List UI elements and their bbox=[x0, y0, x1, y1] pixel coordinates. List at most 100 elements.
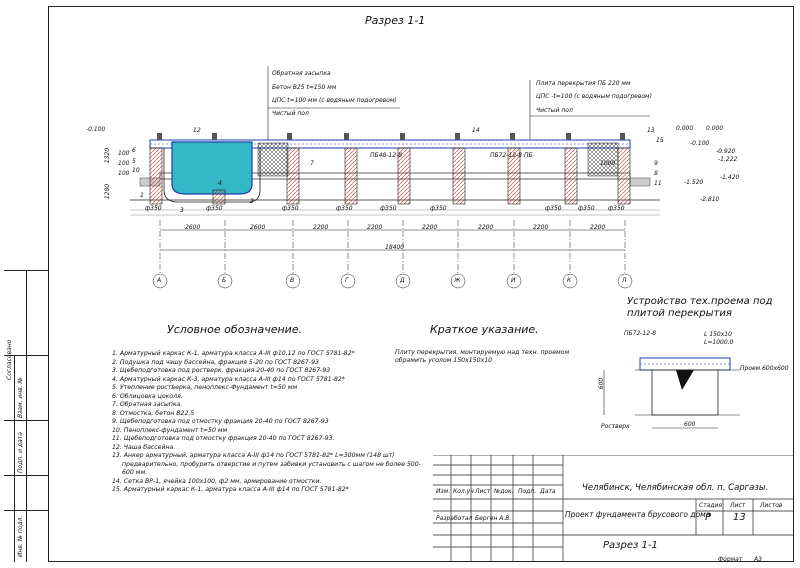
dim-total: 18400 bbox=[385, 244, 405, 251]
label-slab: Плита перекрытия ПБ 220 мм bbox=[536, 80, 631, 87]
detail-length-label: L=1000.0 bbox=[704, 339, 734, 346]
num-10: 10 bbox=[132, 167, 140, 174]
num-12: 12 bbox=[193, 127, 201, 134]
num-4: 4 bbox=[218, 180, 222, 187]
num-7: 7 bbox=[310, 160, 314, 167]
stamp-sheet-title: Разрез 1-1 bbox=[603, 540, 658, 551]
legend-item: 15. Арматурный каркас К-1, арматура клас… bbox=[112, 486, 349, 493]
dim-1: 2600 bbox=[185, 224, 201, 231]
num-1: 1 bbox=[140, 192, 144, 199]
page-title: Разрез 1-1 bbox=[365, 14, 426, 27]
stamp-sheets-label: Листов bbox=[760, 502, 783, 509]
level-left-3: 100 bbox=[118, 150, 130, 157]
dim-6: 2200 bbox=[478, 224, 494, 231]
pile-label-7: ф350 bbox=[545, 205, 562, 212]
stamp-stage: Р bbox=[705, 512, 712, 523]
pile-label-3: ф350 bbox=[282, 205, 299, 212]
note-title: Краткое указание. bbox=[430, 323, 539, 336]
note-text: Плиту перекрытия, монтируемую над техн. … bbox=[395, 349, 570, 364]
legend-item: 12. Чаша бассейна. bbox=[112, 443, 176, 451]
pile-label-8: ф350 bbox=[578, 205, 595, 212]
pile-label-6: ф350 bbox=[430, 205, 447, 212]
title-block bbox=[433, 455, 794, 562]
level-left-5: 100 bbox=[118, 170, 130, 177]
legend-item: 7. Обратная засыпка. bbox=[112, 401, 183, 408]
legend-item: 11. Щебеподготовка под отмостку фракция … bbox=[112, 435, 335, 442]
stamp-head-izm: Изм. bbox=[436, 488, 451, 495]
side-strip: Согласовано Взам. инв. № Подп. и дата Ин… bbox=[4, 270, 48, 562]
num-8: 8 bbox=[654, 170, 658, 177]
pile-label-4: ф350 bbox=[336, 205, 353, 212]
stamp-stage-label: Стадия bbox=[699, 502, 723, 509]
level-left-0: -0.100 bbox=[86, 126, 106, 133]
label-screed-right: ЦПС -t=100 (с водяным подогревом) bbox=[536, 93, 652, 100]
pile-label-1: ф350 bbox=[145, 205, 162, 212]
stamp-sheet-label: Лист bbox=[730, 502, 746, 509]
legend-item: 1. Арматурный каркас К-1, арматура класс… bbox=[112, 350, 355, 357]
axis-d: Д bbox=[400, 277, 405, 284]
axis-a: А bbox=[157, 277, 162, 284]
legend-item: 6. Облицовка цоколя. bbox=[112, 392, 183, 400]
level-right-5: -1.420 bbox=[720, 174, 740, 181]
legend-item: 5. Утепление ростверка, пеноплекс-Фундам… bbox=[112, 384, 298, 391]
axis-b: Б bbox=[222, 277, 227, 284]
legend-item: 9. Щебеподготовка под отмостку фракция 2… bbox=[112, 418, 329, 425]
detail-grillage-label: Ростверк bbox=[601, 423, 630, 430]
slab-label-1: ПБ48-12-8 bbox=[370, 152, 403, 159]
level-right-6: -1.520 bbox=[684, 179, 704, 186]
stamp-head-date: Дата bbox=[540, 488, 556, 495]
level-right-0: 0.000 bbox=[676, 125, 694, 132]
num-3: 3 bbox=[180, 207, 184, 214]
num-2: 2 bbox=[250, 198, 254, 205]
detail-opening-label: Проем 600х600 bbox=[740, 365, 789, 372]
detail-title: Устройство тех.проема под плитой перекры… bbox=[627, 296, 773, 319]
level-right-4: -1.222 bbox=[718, 156, 738, 163]
legend-title: Условное обозначение. bbox=[167, 323, 303, 336]
legend-item: 14. Сетка ВР-1, ячейка 100х100, ф2 мм, а… bbox=[112, 477, 322, 485]
num-6: 6 bbox=[132, 147, 136, 154]
level-left-1: 1320 bbox=[104, 147, 112, 164]
stamp-head-doc: №док. bbox=[494, 488, 514, 495]
axis-i: И bbox=[511, 277, 516, 284]
detail-drawing bbox=[603, 357, 740, 429]
stamp-project: Проект фундамента брусового дома bbox=[565, 510, 711, 519]
num-14: 14 bbox=[472, 127, 480, 134]
stamp-head-podp: Подп. bbox=[518, 488, 537, 495]
detail-slab-label: ПБ72-12-8 bbox=[624, 330, 657, 337]
detail-dim-v: 600 bbox=[598, 377, 606, 390]
pile-label-2: ф350 bbox=[206, 205, 223, 212]
level-left-6: 1000 bbox=[600, 160, 616, 167]
num-13: 13 bbox=[647, 127, 655, 134]
level-right-1: 0.000 bbox=[706, 125, 724, 132]
label-floor: Чистый пол bbox=[272, 110, 309, 117]
num-9: 9 bbox=[654, 160, 658, 167]
level-right-3: -0.920 bbox=[716, 148, 736, 155]
legend-list: 1. Арматурный каркас К-1, арматура класс… bbox=[112, 350, 421, 495]
axis-k: К bbox=[567, 277, 572, 284]
num-11: 11 bbox=[654, 180, 662, 187]
drawing-frame bbox=[48, 6, 794, 562]
legend-item: 8. Отмостка, бетон В22.5 bbox=[112, 409, 195, 417]
legend-item: 10. Пеноплекс-фундамент t=50 мм bbox=[112, 426, 228, 434]
stamp-developer-name: Берген А.В. bbox=[475, 515, 512, 522]
stamp-developer-role: Разработал bbox=[436, 515, 473, 522]
level-right-2: -0.100 bbox=[690, 140, 710, 147]
level-left-2: 1280 bbox=[104, 183, 112, 200]
stamp-sheet: 13 bbox=[733, 512, 746, 523]
axis-l: Л bbox=[622, 277, 627, 284]
dim-4: 2200 bbox=[367, 224, 383, 231]
label-floor-right: Чистый пол bbox=[536, 107, 573, 114]
axis-zh: Ж bbox=[454, 277, 461, 284]
pile-label-9: ф350 bbox=[608, 205, 625, 212]
stamp-head-list: Лист bbox=[475, 488, 491, 495]
detail-angle-label: L 150х10 bbox=[704, 331, 732, 338]
dim-8: 2200 bbox=[590, 224, 606, 231]
dim-7: 2200 bbox=[533, 224, 549, 231]
pile-label-5: ф350 bbox=[380, 205, 397, 212]
legend-item: 13. Анкер арматурный, арматура класса A-… bbox=[112, 452, 421, 476]
stamp-format: А3 bbox=[754, 556, 762, 563]
stamp-head-kol: Кол.уч bbox=[453, 488, 474, 495]
axis-v: В bbox=[290, 277, 295, 284]
stamp-location: Челябинск, Челябинская обл. п. Саргазы. bbox=[582, 483, 769, 493]
legend-item: 2. Подушка под чашу бассейна, фракция 5-… bbox=[112, 358, 319, 366]
